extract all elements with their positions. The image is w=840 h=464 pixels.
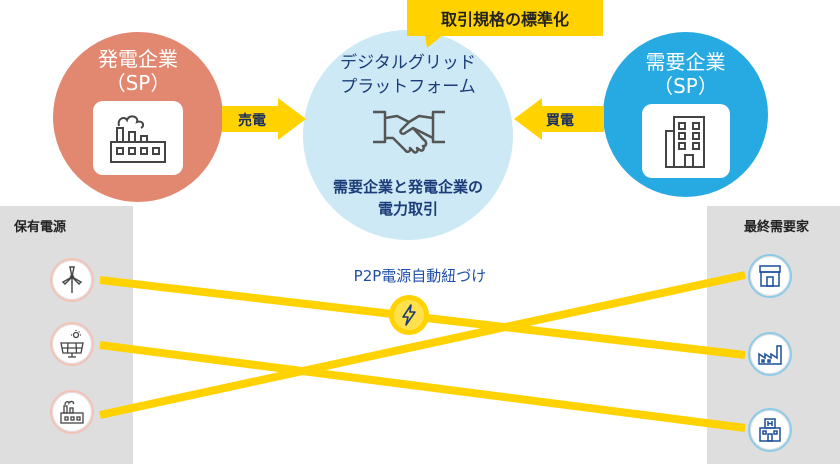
wind-turbine-icon bbox=[61, 266, 83, 293]
store-node bbox=[748, 254, 792, 298]
platform-caption-line2: 電力取引 bbox=[377, 200, 438, 218]
platform-title-line2: プラットフォーム bbox=[340, 77, 476, 97]
platform-title-line1: デジタルグリッド bbox=[340, 53, 476, 73]
end-consumers-label: 最終需要家 bbox=[744, 220, 810, 235]
consumer-title: 需要企業 bbox=[645, 50, 726, 74]
buy-label: 買電 bbox=[546, 113, 574, 129]
lightning-icon bbox=[402, 304, 416, 326]
office-building-icon bbox=[664, 116, 705, 168]
factory-icon bbox=[758, 345, 782, 365]
wind-turbine-node bbox=[50, 258, 94, 302]
factory-node bbox=[748, 332, 792, 376]
solar-panel-icon bbox=[60, 330, 84, 358]
sell-arrow bbox=[222, 98, 306, 140]
hospital-icon bbox=[759, 418, 781, 442]
banner-pointer bbox=[425, 35, 443, 48]
link-plant-to-store bbox=[99, 271, 746, 419]
consumer-subtitle: （SP） bbox=[653, 74, 718, 98]
supplier-title: 発電企業 bbox=[98, 47, 178, 71]
hospital-node bbox=[748, 408, 792, 452]
power-plant-icon bbox=[60, 400, 84, 424]
consumer-icon-box bbox=[641, 104, 730, 178]
p2p-label: P2P電源自動紐づけ bbox=[353, 267, 487, 285]
handshake-icon bbox=[373, 110, 445, 154]
supplier-icon-box bbox=[93, 101, 183, 175]
standardization-banner: 取引規格の標準化 bbox=[407, 0, 603, 36]
sell-label: 売電 bbox=[238, 113, 266, 129]
store-icon bbox=[759, 265, 781, 287]
solar-panel-node bbox=[50, 322, 94, 366]
owned-sources-label: 保有電源 bbox=[14, 220, 67, 235]
factory-icon bbox=[110, 115, 166, 163]
power-plant-node bbox=[50, 390, 94, 434]
supplier-subtitle: （SP） bbox=[105, 71, 171, 95]
consumer-circle: 需要企業 （SP） bbox=[603, 32, 768, 197]
buy-arrow bbox=[514, 98, 604, 140]
supplier-circle: 発電企業 （SP） bbox=[53, 32, 223, 202]
link-solar-to-hospital bbox=[99, 341, 746, 432]
platform-caption-line1: 需要企業と発電企業の bbox=[332, 178, 483, 196]
lightning-badge bbox=[389, 295, 429, 335]
platform-circle bbox=[303, 30, 513, 240]
